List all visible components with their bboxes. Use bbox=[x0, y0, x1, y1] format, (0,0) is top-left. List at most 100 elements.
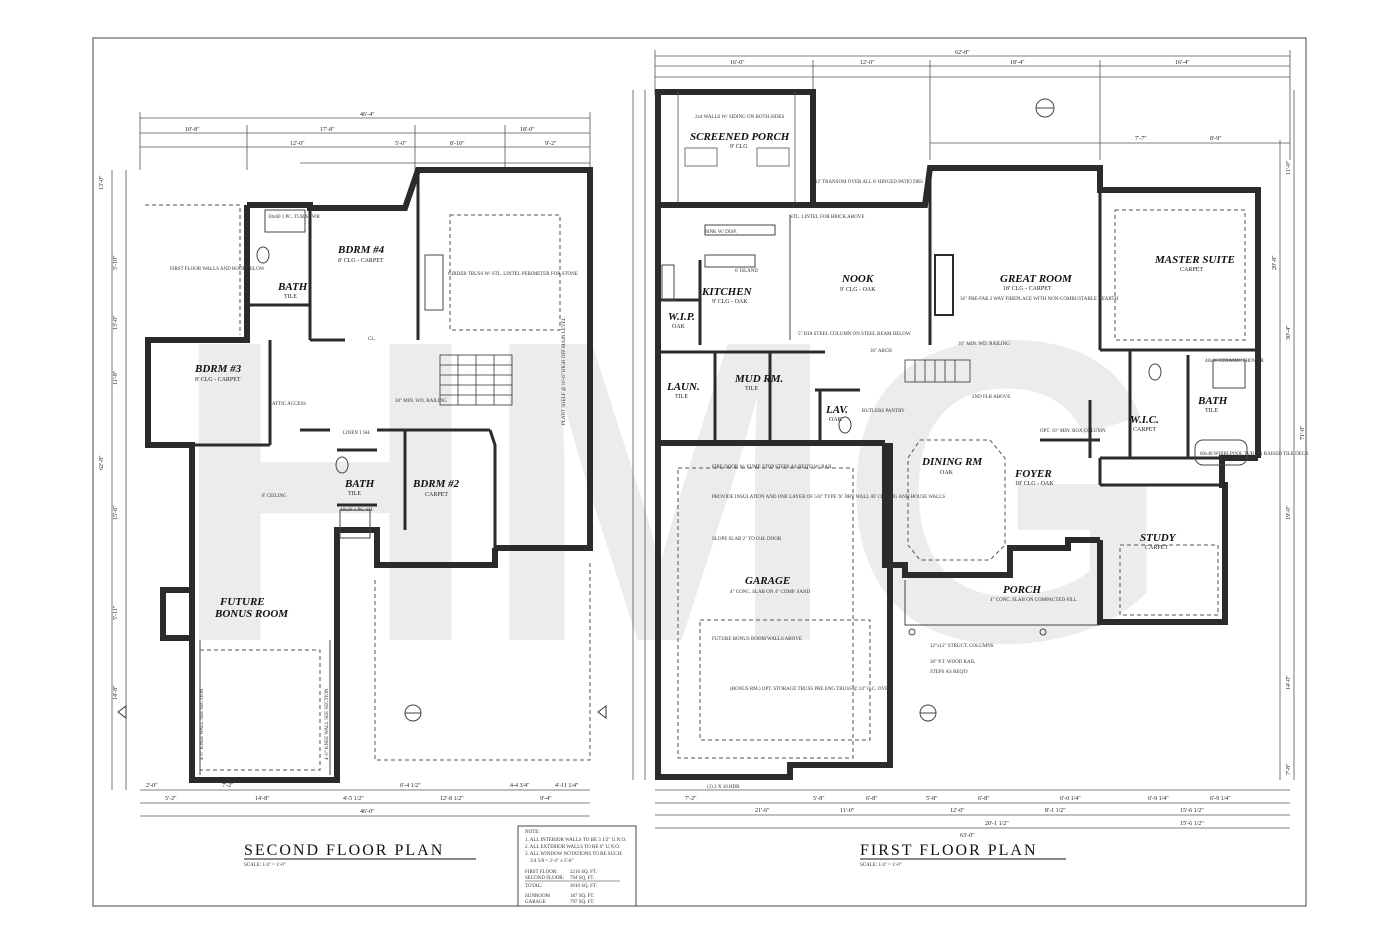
ff-dim-bottom-7: 6'-9 1/4" bbox=[1210, 796, 1231, 802]
sf-note-closet: CL. bbox=[368, 337, 376, 342]
ff-note-arch: 36" ARCH bbox=[870, 349, 892, 354]
ff-dim-top-3: 18'-4" bbox=[1010, 60, 1025, 66]
ff-room-wic-sub: CARPET bbox=[1133, 427, 1156, 433]
sf-room-bath-upper-sub: TILE bbox=[284, 294, 297, 300]
sf-note-linen: LINEN 1 SH. bbox=[343, 431, 371, 436]
first-floor-title: FIRST FLOOR PLAN bbox=[860, 842, 1038, 859]
ff-dim-bottom-6: 6'-9 1/4" bbox=[1148, 796, 1169, 802]
sf-note-tub: 30x60 1 PC. TUB/SHWR bbox=[268, 215, 321, 220]
ff-dim-right-4: 19'-0" bbox=[1286, 505, 1292, 520]
sf-room-bonus-2: BONUS ROOM bbox=[214, 608, 289, 620]
ff-dim-bottom-11: 8'-1 1/2" bbox=[1045, 808, 1066, 814]
ff-dim-bottom-15: 63'-0" bbox=[960, 833, 975, 839]
ff-dim-bottom-2: 6'-8" bbox=[866, 796, 878, 802]
ff-room-bath: BATH bbox=[1197, 395, 1228, 407]
ff-room-wip-sub: OAK bbox=[672, 324, 686, 330]
notes-line-3: 3. ALL WINDOW NOTATIONS TO BE SUCH: bbox=[525, 852, 623, 857]
area-second-label: SECOND FLOOR: bbox=[525, 876, 564, 881]
sf-dim-left-6: 13'-0" bbox=[113, 315, 119, 330]
sf-dim-top-2: 17'-8" bbox=[320, 127, 335, 133]
sf-dim-bottom-0: 6'-4 1/2" bbox=[400, 783, 421, 789]
ff-room-kitchen: KITCHEN bbox=[701, 286, 753, 298]
ff-dim-right-2: 30'-4" bbox=[1286, 325, 1292, 340]
sf-dim-top-3: 8'-10" bbox=[450, 141, 465, 147]
ff-room-lav: LAV. bbox=[825, 404, 848, 416]
ff-dim-bottom-9: 11'-0" bbox=[840, 808, 855, 814]
sf-note-knee-wall-left: 4'-0" KNEE WALL SEE SECTION bbox=[200, 688, 205, 760]
ff-dim-bottom-14: 15'-6 1/2" bbox=[1180, 821, 1204, 827]
notes-heading: NOTE: bbox=[525, 830, 540, 835]
sf-room-bdrm2-sub: CARPET bbox=[425, 492, 448, 498]
sf-dim-bottom-10: 46'-0" bbox=[360, 809, 375, 815]
ff-dim-bottom-1: 5'-8" bbox=[813, 796, 825, 802]
ff-dim-right-1: 20'-8" bbox=[1272, 255, 1278, 270]
ff-note-slope: SLOPE SLAB 2" TO O.H. DOOR bbox=[712, 537, 782, 542]
sf-dim-bottom-9: 9'-4" bbox=[540, 796, 552, 802]
second-floor-plan: 46'-4" 10'-8" 17'-8" 8'-10" 18'-0" 12'-0… bbox=[99, 112, 607, 868]
ff-note-storage: (BONUS RM.) OPT. STORAGE TRUSS PRE ENG T… bbox=[730, 687, 892, 692]
second-floor-title: SECOND FLOOR PLAN bbox=[244, 842, 444, 859]
sf-dim-left-0: 13'-0" bbox=[99, 175, 105, 190]
area-first-value: 2216 SQ. FT. bbox=[570, 870, 597, 875]
ff-note-insulation: PROVIDE INSULATION AND ONE LAYER OF 5/8"… bbox=[712, 495, 945, 500]
sf-room-bdrm3-sub: 8' CLG - CARPET bbox=[195, 377, 241, 383]
ff-note-bonus-walls: FUTURE BONUS ROOM WALLS ABOVE bbox=[712, 637, 802, 642]
notes-line-4: 3/4 5/8 = 3'-4" x 5'-8" bbox=[530, 859, 574, 864]
ff-note-siding: 2x4 WALLS W/ SIDING ON BOTH SIDES bbox=[695, 115, 784, 120]
ff-note-lintel: STL. LINTEL FOR BRICK ABOVE bbox=[790, 215, 864, 220]
ff-dim-bottom-0: 7'-2" bbox=[685, 796, 697, 802]
ff-dim-bottom-4: 6'-8" bbox=[978, 796, 990, 802]
area-sunroom-value: 187 SQ. FT. bbox=[570, 894, 594, 899]
section-marker-icon bbox=[117, 704, 607, 722]
ff-room-screened-porch-sub: 9' CLG bbox=[730, 144, 748, 150]
ff-room-laun-sub: TILE bbox=[675, 394, 688, 400]
ff-dim-bottom-8: 21'-6" bbox=[755, 808, 770, 814]
ff-dim-top-6: 8'-9" bbox=[1210, 136, 1222, 142]
sf-room-bath-lower-sub: TILE bbox=[348, 491, 361, 497]
ff-note-rail: 30" P.T. WOOD RAIL bbox=[930, 660, 975, 665]
sf-note-railing: 30" MIN. WD. RAILING bbox=[395, 399, 447, 404]
ff-room-mud: MUD RM. bbox=[734, 373, 783, 385]
sf-dim-left-1: 5'-10" bbox=[113, 255, 119, 270]
sf-dim-left-4: 15'-6" bbox=[113, 505, 119, 520]
ff-room-dining-sub: OAK bbox=[940, 470, 954, 476]
ff-room-wip: W.I.P. bbox=[668, 311, 695, 323]
sf-dim-bottom-2: 4-4 3/4" bbox=[510, 783, 530, 789]
notes-line-1: 1. ALL INTERIOR WALLS TO BE 3 1/2" U.N.O… bbox=[525, 838, 626, 843]
ff-note-box-col: OPT. 10" MIN. BOX COLUMN bbox=[1040, 429, 1106, 434]
sf-room-bonus: FUTURE bbox=[219, 596, 265, 608]
sf-note-first-floor-walls: FIRST FLOOR WALLS AND ROOF BELOW bbox=[170, 267, 265, 272]
ff-room-bath-sub: TILE bbox=[1205, 408, 1218, 414]
ff-room-nook-sub: 9' CLG - OAK bbox=[840, 287, 876, 293]
sf-dim-bottom-7: 7'-2" bbox=[222, 783, 234, 789]
sf-dim-bottom-8: 4'-5 1/2" bbox=[343, 796, 364, 802]
ff-room-porch: PORCH bbox=[1003, 584, 1041, 596]
ff-dim-right-5: 14'-0" bbox=[1286, 675, 1292, 690]
ff-room-lav-sub: OAK bbox=[829, 417, 843, 423]
sf-room-bdrm4-sub: 8' CLG - CARPET bbox=[338, 258, 384, 264]
area-second-value: 794 SQ. FT. bbox=[570, 876, 594, 881]
sf-room-bdrm2: BDRM #2 bbox=[412, 478, 460, 490]
notes-line-2: 2. ALL EXTERIOR WALLS TO BE 6" U.N.O. bbox=[525, 845, 620, 850]
sf-note-attic: ATTIC ACCESS bbox=[272, 402, 306, 407]
ff-note-whirlpool: 60x40 WHIRLPOOL TUB ON RAISED TILE DECK bbox=[1200, 452, 1309, 457]
ff-room-great-sub: 18' CLG - CARPET bbox=[1003, 286, 1052, 292]
sf-room-bdrm3: BDRM #3 bbox=[194, 363, 242, 375]
ff-note-columns: 12"x12" STRUCT. COLUMNS bbox=[930, 644, 994, 649]
ff-room-garage-sub: 4" CONC. SLAB ON 4" COMP. SAND bbox=[730, 590, 811, 595]
sf-dim-left-3: 5'-11" bbox=[113, 605, 119, 620]
ff-room-garage: GARAGE bbox=[745, 575, 790, 587]
ff-room-laun: LAUN. bbox=[666, 381, 700, 393]
ff-note-pantry: BUTLERS PANTRY bbox=[862, 409, 905, 414]
ff-dim-bottom-12: 15'-6 1/2" bbox=[1180, 808, 1204, 814]
ff-note-second-floor-above: 2ND FLR ABOVE bbox=[972, 395, 1010, 400]
notes-block: NOTE: 1. ALL INTERIOR WALLS TO BE 3 1/2"… bbox=[517, 825, 637, 907]
ff-room-kitchen-sub: 9' CLG - OAK bbox=[712, 299, 748, 305]
sf-note-plant-shelf: PLANT SHELF @ 10'-6" HIGH OFF MAIN LEVEL bbox=[562, 317, 567, 425]
area-garage-value: 797 SQ. FT. bbox=[570, 900, 594, 905]
ff-note-hdr-garage: (3) 2 X 10 HDR bbox=[707, 785, 740, 790]
sf-note-ceiling: 8' CEILING bbox=[262, 494, 287, 499]
sf-dim-bottom-3: 4'-11 1/4" bbox=[555, 783, 579, 789]
ff-note-railing: 30" MIN. WD. RAILING bbox=[958, 342, 1010, 347]
